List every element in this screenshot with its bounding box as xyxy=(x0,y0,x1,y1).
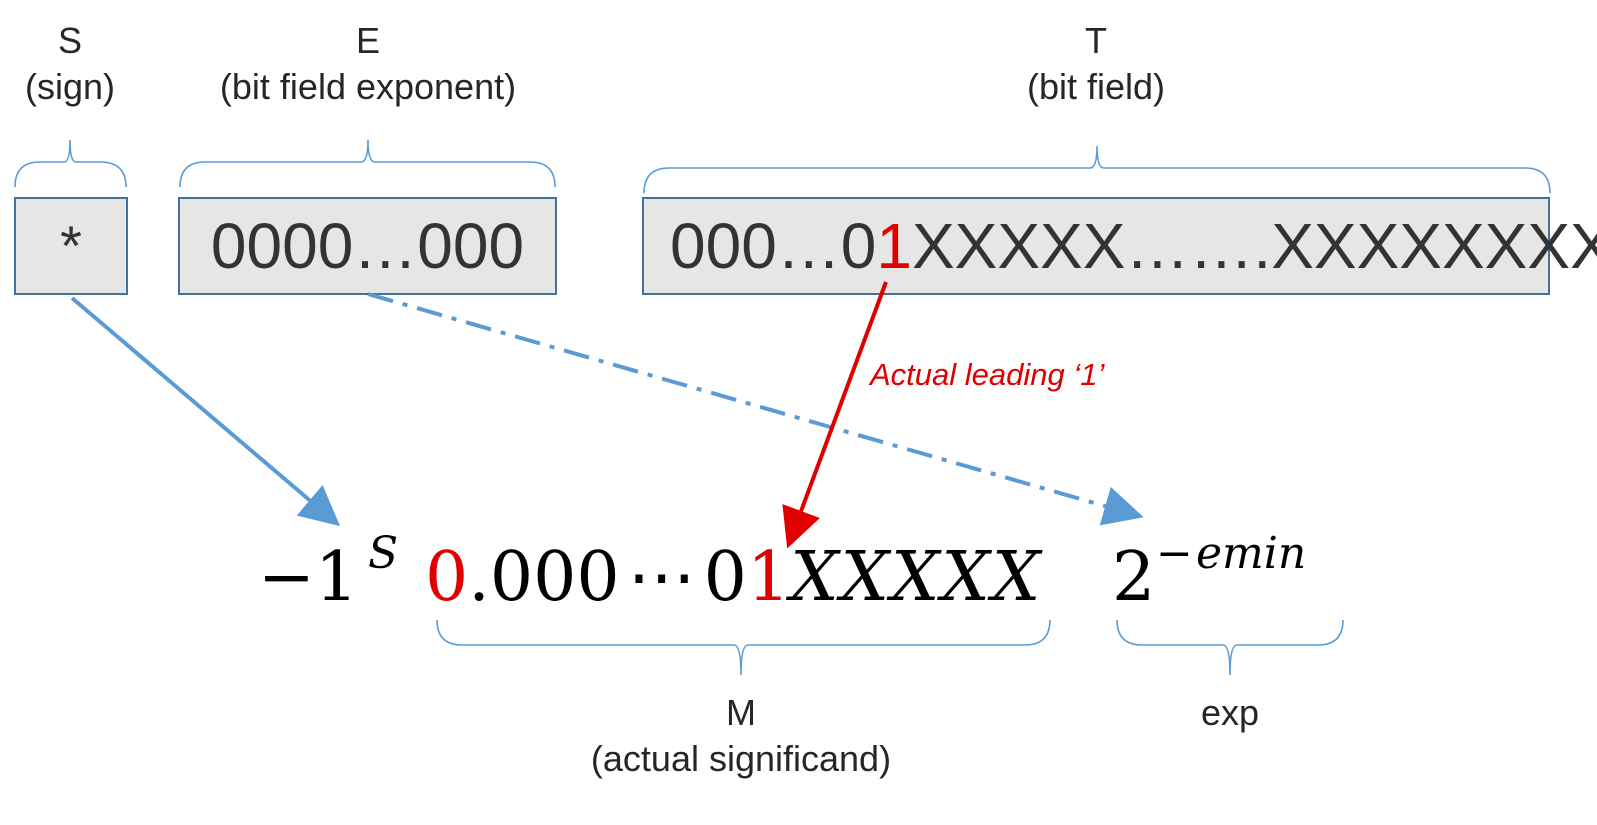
trailing-field-box: 000…01XXXXX…….XXXXXXXX xyxy=(642,197,1597,295)
trailing-brace xyxy=(643,145,1551,194)
sign-letter: S xyxy=(57,20,82,61)
trailing-prefix: 000…0 xyxy=(670,210,877,282)
formula-fraction-x: XXXXX xyxy=(790,538,1043,617)
sign-arrow xyxy=(70,296,341,527)
exp-label: exp xyxy=(1130,690,1330,736)
significand-letter: M xyxy=(726,692,756,733)
formula-sign-exponent: S xyxy=(368,528,399,579)
exponent-field-content: 0000…000 xyxy=(210,210,525,282)
formula-zero-before-one: 0 xyxy=(703,538,747,617)
sign-label: S (sign) xyxy=(20,18,120,110)
exponent-caption: (bit field exponent) xyxy=(219,66,517,107)
significand-caption: (actual significand) xyxy=(590,738,892,779)
exp-caption: exp xyxy=(1200,692,1260,733)
formula-minus-one: −1 xyxy=(258,538,359,617)
exp-brace xyxy=(1116,619,1344,676)
exponent-brace xyxy=(179,139,556,188)
significand-label: M (actual significand) xyxy=(541,690,941,782)
sign-field-box: * xyxy=(14,197,128,295)
exponent-field-box: 0000…000 xyxy=(178,197,557,295)
formula-lead-zero: 0 xyxy=(425,538,469,617)
exponent-arrow xyxy=(367,292,1144,526)
formula-ellipsis: ⋯ xyxy=(627,538,696,617)
leading-one-annotation: Actual leading ‘1’ xyxy=(870,357,1105,392)
formula-exp-minus: − xyxy=(1156,528,1193,579)
sign-field-content: * xyxy=(60,214,82,277)
trailing-label: T (bit field) xyxy=(946,18,1246,110)
significand-brace xyxy=(436,619,1051,676)
trailing-caption: (bit field) xyxy=(1026,66,1166,107)
formula-exp-variable: emin xyxy=(1196,528,1307,579)
significand-expression: 0.000⋯01XXXXX xyxy=(425,538,1042,617)
leading-one-arrow xyxy=(782,281,888,549)
sign-caption: (sign) xyxy=(24,66,116,107)
trailing-letter: T xyxy=(1085,20,1107,61)
sign-brace xyxy=(14,139,127,188)
exponent-label: E (bit field exponent) xyxy=(168,18,568,110)
trailing-field-content: 000…01XXXXX…….XXXXXXXX xyxy=(670,214,1597,278)
trailing-suffix: XXXXX…….XXXXXXXX xyxy=(911,210,1597,282)
exponent-letter: E xyxy=(355,20,380,61)
formula-fraction-prefix: .000 xyxy=(468,538,620,617)
formula-base-two: 2 xyxy=(1112,538,1156,617)
trailing-leading-one: 1 xyxy=(876,210,912,282)
exponent-expression: 2 − emin xyxy=(1112,528,1362,618)
formula-leading-one: 1 xyxy=(746,538,791,617)
